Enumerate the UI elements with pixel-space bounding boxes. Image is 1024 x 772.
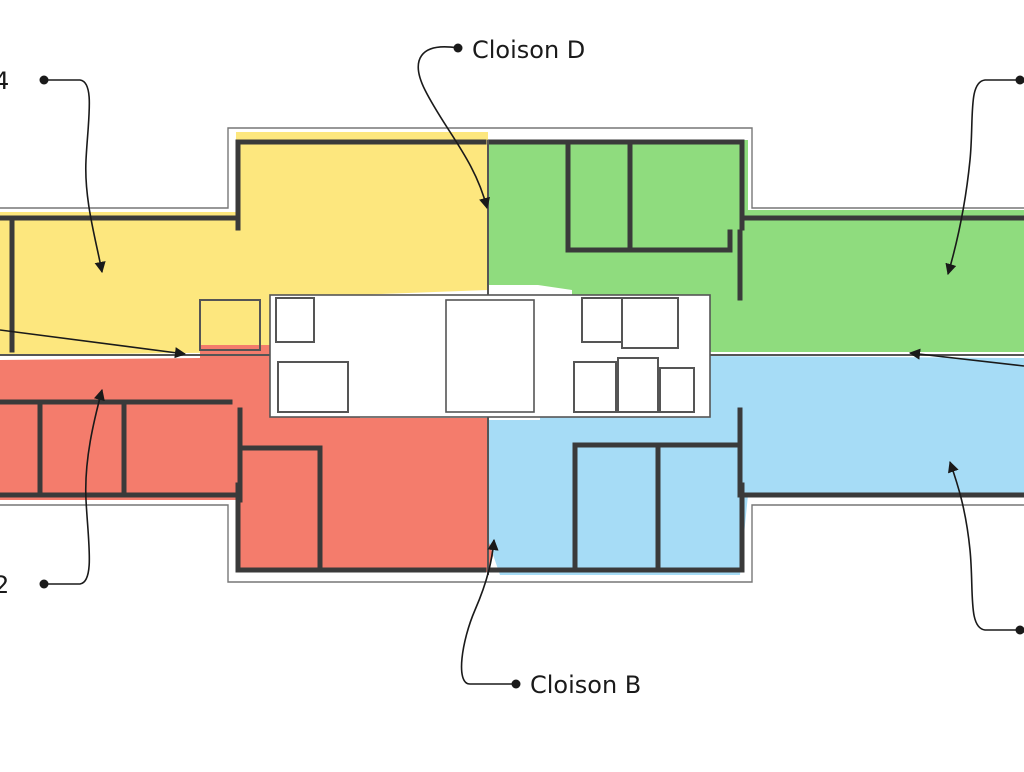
label-cloison-d: Cloison D xyxy=(472,36,585,64)
label-left-top-fragment: 4 xyxy=(0,67,9,95)
label-left-bottom-fragment: 2 xyxy=(0,571,9,599)
label-cloison-b: Cloison B xyxy=(530,671,641,699)
central-core xyxy=(200,295,710,417)
